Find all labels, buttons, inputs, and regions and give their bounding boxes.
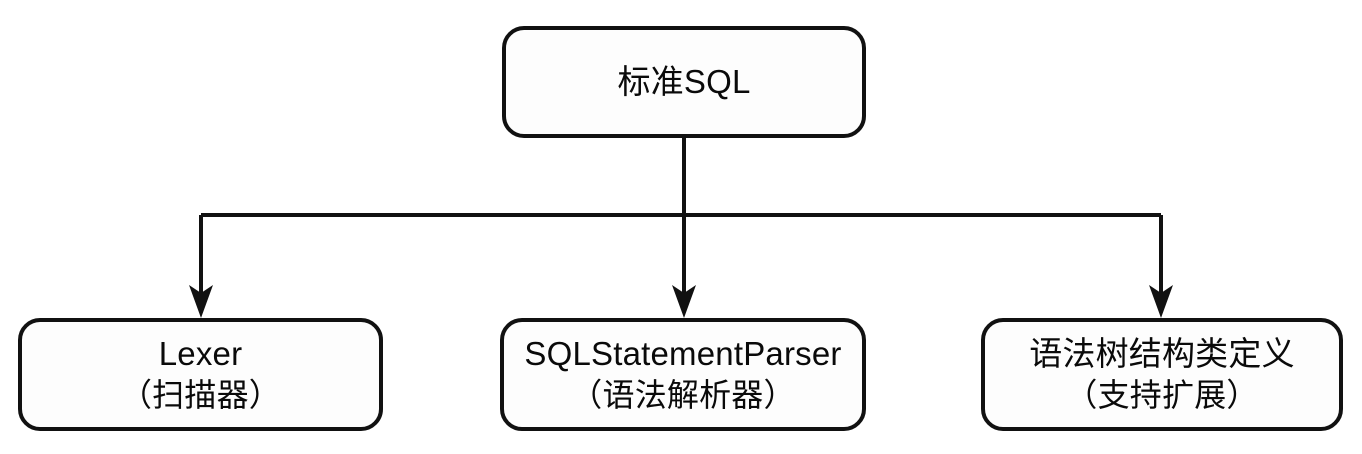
node-subtitle: （支持扩展） — [1065, 377, 1259, 414]
arrowhead-down-icon — [189, 285, 213, 318]
node-subtitle: （扫描器） — [119, 377, 281, 414]
node-sql-statement-parser[interactable]: SQLStatementParser （语法解析器） — [500, 318, 866, 431]
node-standard-sql[interactable]: 标准SQL — [502, 26, 866, 138]
arrowhead-down-icon — [672, 285, 696, 318]
node-title: SQLStatementParser — [524, 334, 842, 372]
node-syntax-tree-class-definition[interactable]: 语法树结构类定义 （支持扩展） — [981, 318, 1343, 431]
node-title: Lexer — [158, 334, 243, 372]
arrowhead-down-icon — [1149, 285, 1173, 318]
node-title: 语法树结构类定义 — [1029, 334, 1295, 372]
node-title: 标准SQL — [617, 62, 751, 100]
node-lexer[interactable]: Lexer （扫描器） — [18, 318, 383, 431]
node-subtitle: （语法解析器） — [570, 377, 796, 414]
